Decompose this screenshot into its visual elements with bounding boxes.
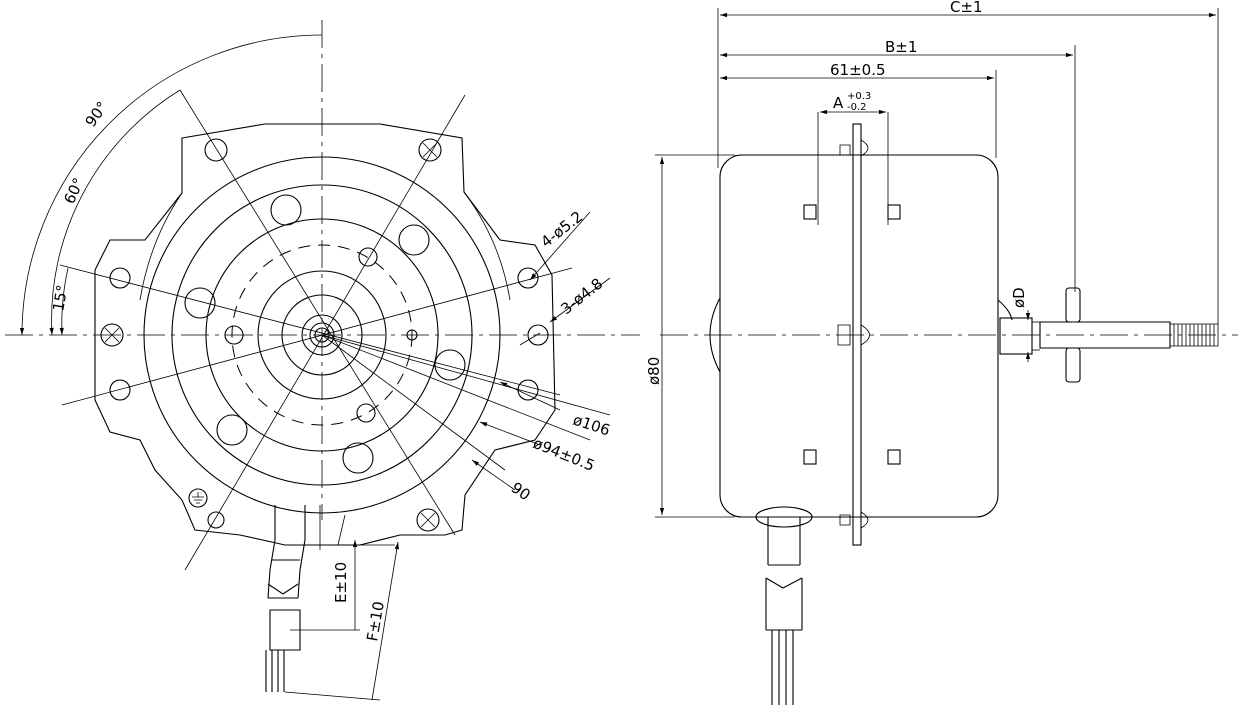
dia-80-label: ø80	[645, 357, 663, 385]
mounting-hole	[207, 511, 225, 529]
mounting-hole-cross	[104, 327, 120, 343]
flange-circle-outer	[143, 156, 501, 514]
leader-dia-106	[499, 381, 561, 411]
side-cable	[765, 517, 803, 705]
flange-hole	[527, 324, 549, 346]
cable-gland	[319, 505, 395, 550]
dim-B-label: B±1	[885, 38, 917, 56]
shaft	[1039, 321, 1171, 349]
flange-hole	[109, 379, 131, 401]
bolt-circle-dashed	[231, 244, 413, 426]
mounting-hole-cross	[420, 512, 436, 528]
dim-90-label: 90	[508, 479, 534, 505]
cable-lead	[265, 505, 306, 692]
radial-line	[321, 334, 611, 416]
holes-small-label: 3-ø4.8	[557, 274, 606, 318]
radial-line	[179, 89, 456, 536]
flange-hole	[517, 267, 539, 289]
mounting-hole-group	[100, 138, 442, 532]
mounting-hole	[100, 323, 124, 347]
angle-arc-60	[49, 89, 181, 336]
vent-hole	[270, 194, 302, 226]
radial-line	[321, 334, 591, 441]
leader-dia-94	[479, 421, 541, 446]
dim-E-label: E±10	[332, 562, 350, 603]
vent-hole	[342, 442, 374, 474]
mounting-hole-cross	[422, 142, 438, 158]
mounting-hole	[416, 508, 440, 532]
housing-circle	[171, 184, 473, 486]
leader-90	[471, 459, 516, 491]
shaft-boss-circle	[301, 314, 343, 356]
dim-A-lower-tol: -0.2	[847, 102, 867, 113]
hub-circle	[257, 270, 387, 400]
vent-hole-small	[358, 247, 378, 267]
ext-line-F	[284, 691, 381, 701]
vent-hole	[398, 224, 430, 256]
angle-arc-15	[59, 267, 69, 336]
inner-circle	[205, 218, 439, 452]
body-slot	[887, 449, 901, 465]
body-slot	[887, 204, 901, 220]
shaft-collar	[999, 317, 1033, 355]
dim-F-label: F±10	[363, 600, 388, 643]
body-slot	[803, 204, 817, 220]
shaft-clip-top	[1065, 287, 1081, 323]
vent-hole	[434, 349, 466, 381]
mounting-hole	[204, 138, 228, 162]
dim-C-label: C±1	[950, 0, 983, 16]
dim-A-upper-tol: +0.3	[847, 91, 871, 102]
flange-bolt-top	[839, 139, 869, 157]
mounting-flange-outline	[94, 123, 556, 546]
dim-line-F	[371, 541, 399, 701]
dia-D-label: øD	[1010, 287, 1028, 308]
bearing-circle	[281, 294, 363, 376]
vent-hole-tiny	[406, 329, 418, 341]
front-view: 90° 60° 15° 4-ø5.2 3-ø4.8 ø106 ø94±0.5 9…	[5, 20, 640, 701]
dim-A-label: A	[833, 94, 844, 112]
angle-arc-90	[19, 34, 323, 336]
flange-hole	[109, 267, 131, 289]
radial-line	[61, 267, 573, 406]
radial-line	[59, 264, 561, 396]
shaft-clip-bottom	[1065, 347, 1081, 383]
cable-gland-ellipse	[755, 506, 813, 528]
flange-inner-curve	[463, 191, 511, 301]
vent-hole-small	[224, 325, 244, 345]
leader-holes-small	[549, 277, 611, 323]
shaft-thread	[1170, 323, 1219, 347]
motor-body	[719, 154, 999, 518]
vent-hole	[216, 414, 248, 446]
flange-bolt-center	[837, 324, 870, 346]
flange-plate	[852, 123, 862, 546]
radial-line	[184, 94, 466, 571]
dim-61-label: 61±0.5	[830, 61, 886, 79]
angle-label-15: 15°	[49, 283, 71, 312]
dia-94-label: ø94±0.5	[531, 434, 598, 475]
mounting-hole	[418, 138, 442, 162]
vent-hole-small	[356, 403, 376, 423]
flange-inner-curve	[139, 192, 183, 301]
leader-tick	[519, 332, 541, 346]
angle-label-60: 60°	[60, 175, 88, 207]
side-view: C±1 B±1 61±0.5 A +0.3 -0.2 ø80 øD	[645, 0, 1238, 705]
leader-holes-large	[529, 211, 591, 281]
shaft-circle	[309, 322, 335, 348]
body-slot	[803, 449, 817, 465]
holes-large-label: 4-ø5.2	[537, 207, 586, 251]
vent-hole	[184, 287, 216, 319]
ground-symbol-icon	[188, 488, 208, 508]
flange-bolt-bottom	[839, 511, 869, 529]
radial-line	[321, 334, 506, 471]
rear-bearing-cap	[709, 297, 721, 373]
